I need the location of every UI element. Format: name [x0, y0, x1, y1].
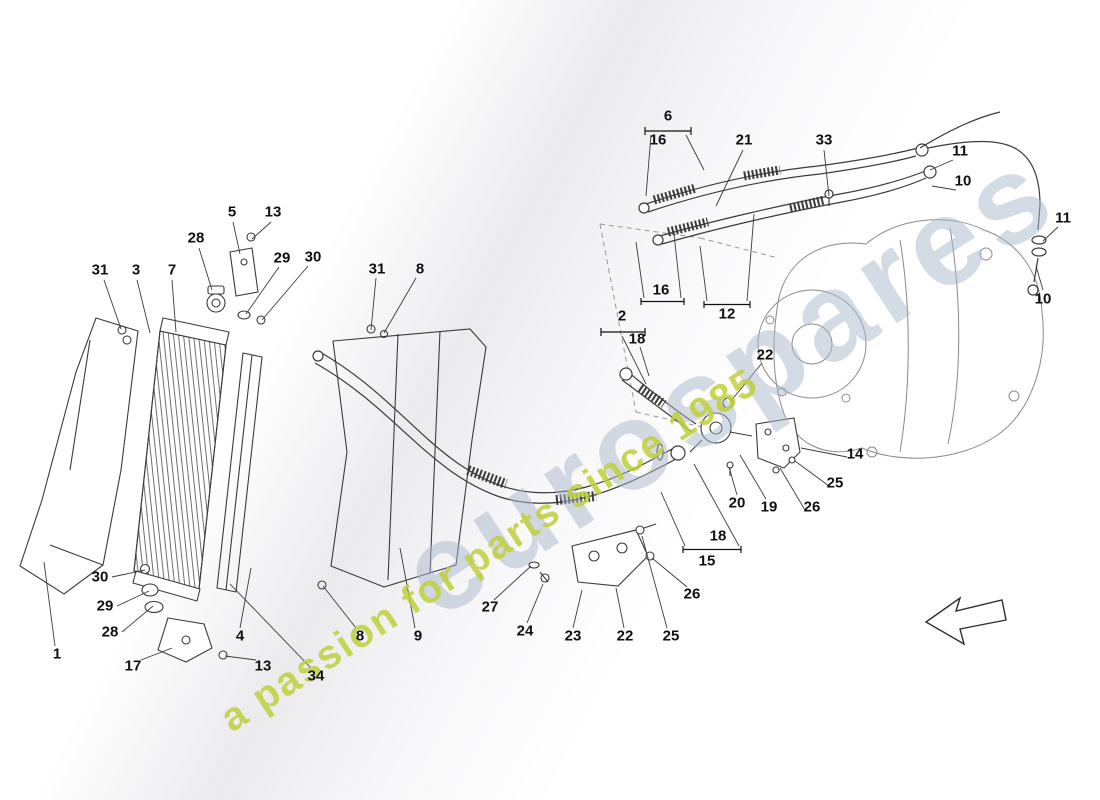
part-callout[interactable]: 29: [96, 597, 114, 615]
part-callout[interactable]: 16: [649, 131, 667, 149]
part-callout[interactable]: 4: [235, 627, 245, 645]
part-callout[interactable]: 28: [187, 229, 205, 247]
mounting-brackets: [528, 417, 801, 587]
part-callout[interactable]: 18: [628, 330, 646, 348]
part-callout[interactable]: 18: [709, 527, 727, 545]
part-callout[interactable]: 34: [307, 667, 325, 685]
grouping-brackets: [600, 127, 751, 553]
part-callout[interactable]: 14: [846, 445, 864, 463]
part-callout[interactable]: 27: [481, 598, 499, 616]
part-callout[interactable]: 25: [662, 627, 680, 645]
oil-cooler: [132, 232, 266, 663]
part-callout[interactable]: 16: [652, 281, 670, 299]
center-shield: [117, 324, 487, 590]
part-callout[interactable]: 22: [616, 627, 634, 645]
part-callout[interactable]: 23: [564, 627, 582, 645]
part-callout[interactable]: 33: [815, 131, 833, 149]
part-callout[interactable]: 31: [368, 260, 386, 278]
construction-lines: [599, 223, 779, 431]
part-callout[interactable]: 15: [698, 552, 716, 570]
part-callout[interactable]: 8: [415, 260, 425, 278]
part-callout[interactable]: 17: [124, 657, 142, 675]
part-callout[interactable]: 19: [760, 498, 778, 516]
part-callout[interactable]: 20: [728, 494, 746, 512]
part-callout[interactable]: 30: [91, 568, 109, 586]
part-callout[interactable]: 28: [101, 623, 119, 641]
part-callout[interactable]: 1: [52, 645, 62, 663]
left-shield-panel: [19, 317, 139, 595]
part-callout[interactable]: 24: [516, 622, 534, 640]
seal-strip: [216, 352, 263, 593]
part-callout[interactable]: 13: [264, 203, 282, 221]
part-callout[interactable]: 6: [663, 107, 673, 125]
part-callout[interactable]: 26: [803, 498, 821, 516]
part-callout[interactable]: 25: [826, 474, 844, 492]
direction-arrow-icon: [924, 596, 1007, 646]
part-callout[interactable]: 11: [1055, 209, 1071, 227]
part-callout[interactable]: 5: [227, 203, 237, 221]
part-callout[interactable]: 11: [952, 142, 968, 160]
part-callout[interactable]: 31: [91, 261, 109, 279]
part-callout[interactable]: 26: [683, 585, 701, 603]
oil-hoses: [312, 350, 697, 505]
part-callout[interactable]: 21: [735, 131, 753, 149]
part-callout[interactable]: 8: [355, 627, 365, 645]
part-callout[interactable]: 10: [954, 172, 972, 190]
part-callout[interactable]: 12: [718, 305, 736, 323]
part-callout[interactable]: 22: [756, 346, 774, 364]
part-callout[interactable]: 2: [617, 307, 627, 325]
part-callout[interactable]: 10: [1034, 290, 1052, 308]
part-callout[interactable]: 29: [273, 249, 291, 267]
upper-oil-lines: [638, 111, 1047, 296]
leader-lines: [43, 134, 1059, 669]
part-callout[interactable]: 7: [167, 261, 177, 279]
part-callout[interactable]: 13: [254, 657, 272, 675]
part-callout[interactable]: 30: [304, 248, 322, 266]
part-callout[interactable]: 9: [413, 627, 423, 645]
part-callout[interactable]: 3: [131, 261, 141, 279]
